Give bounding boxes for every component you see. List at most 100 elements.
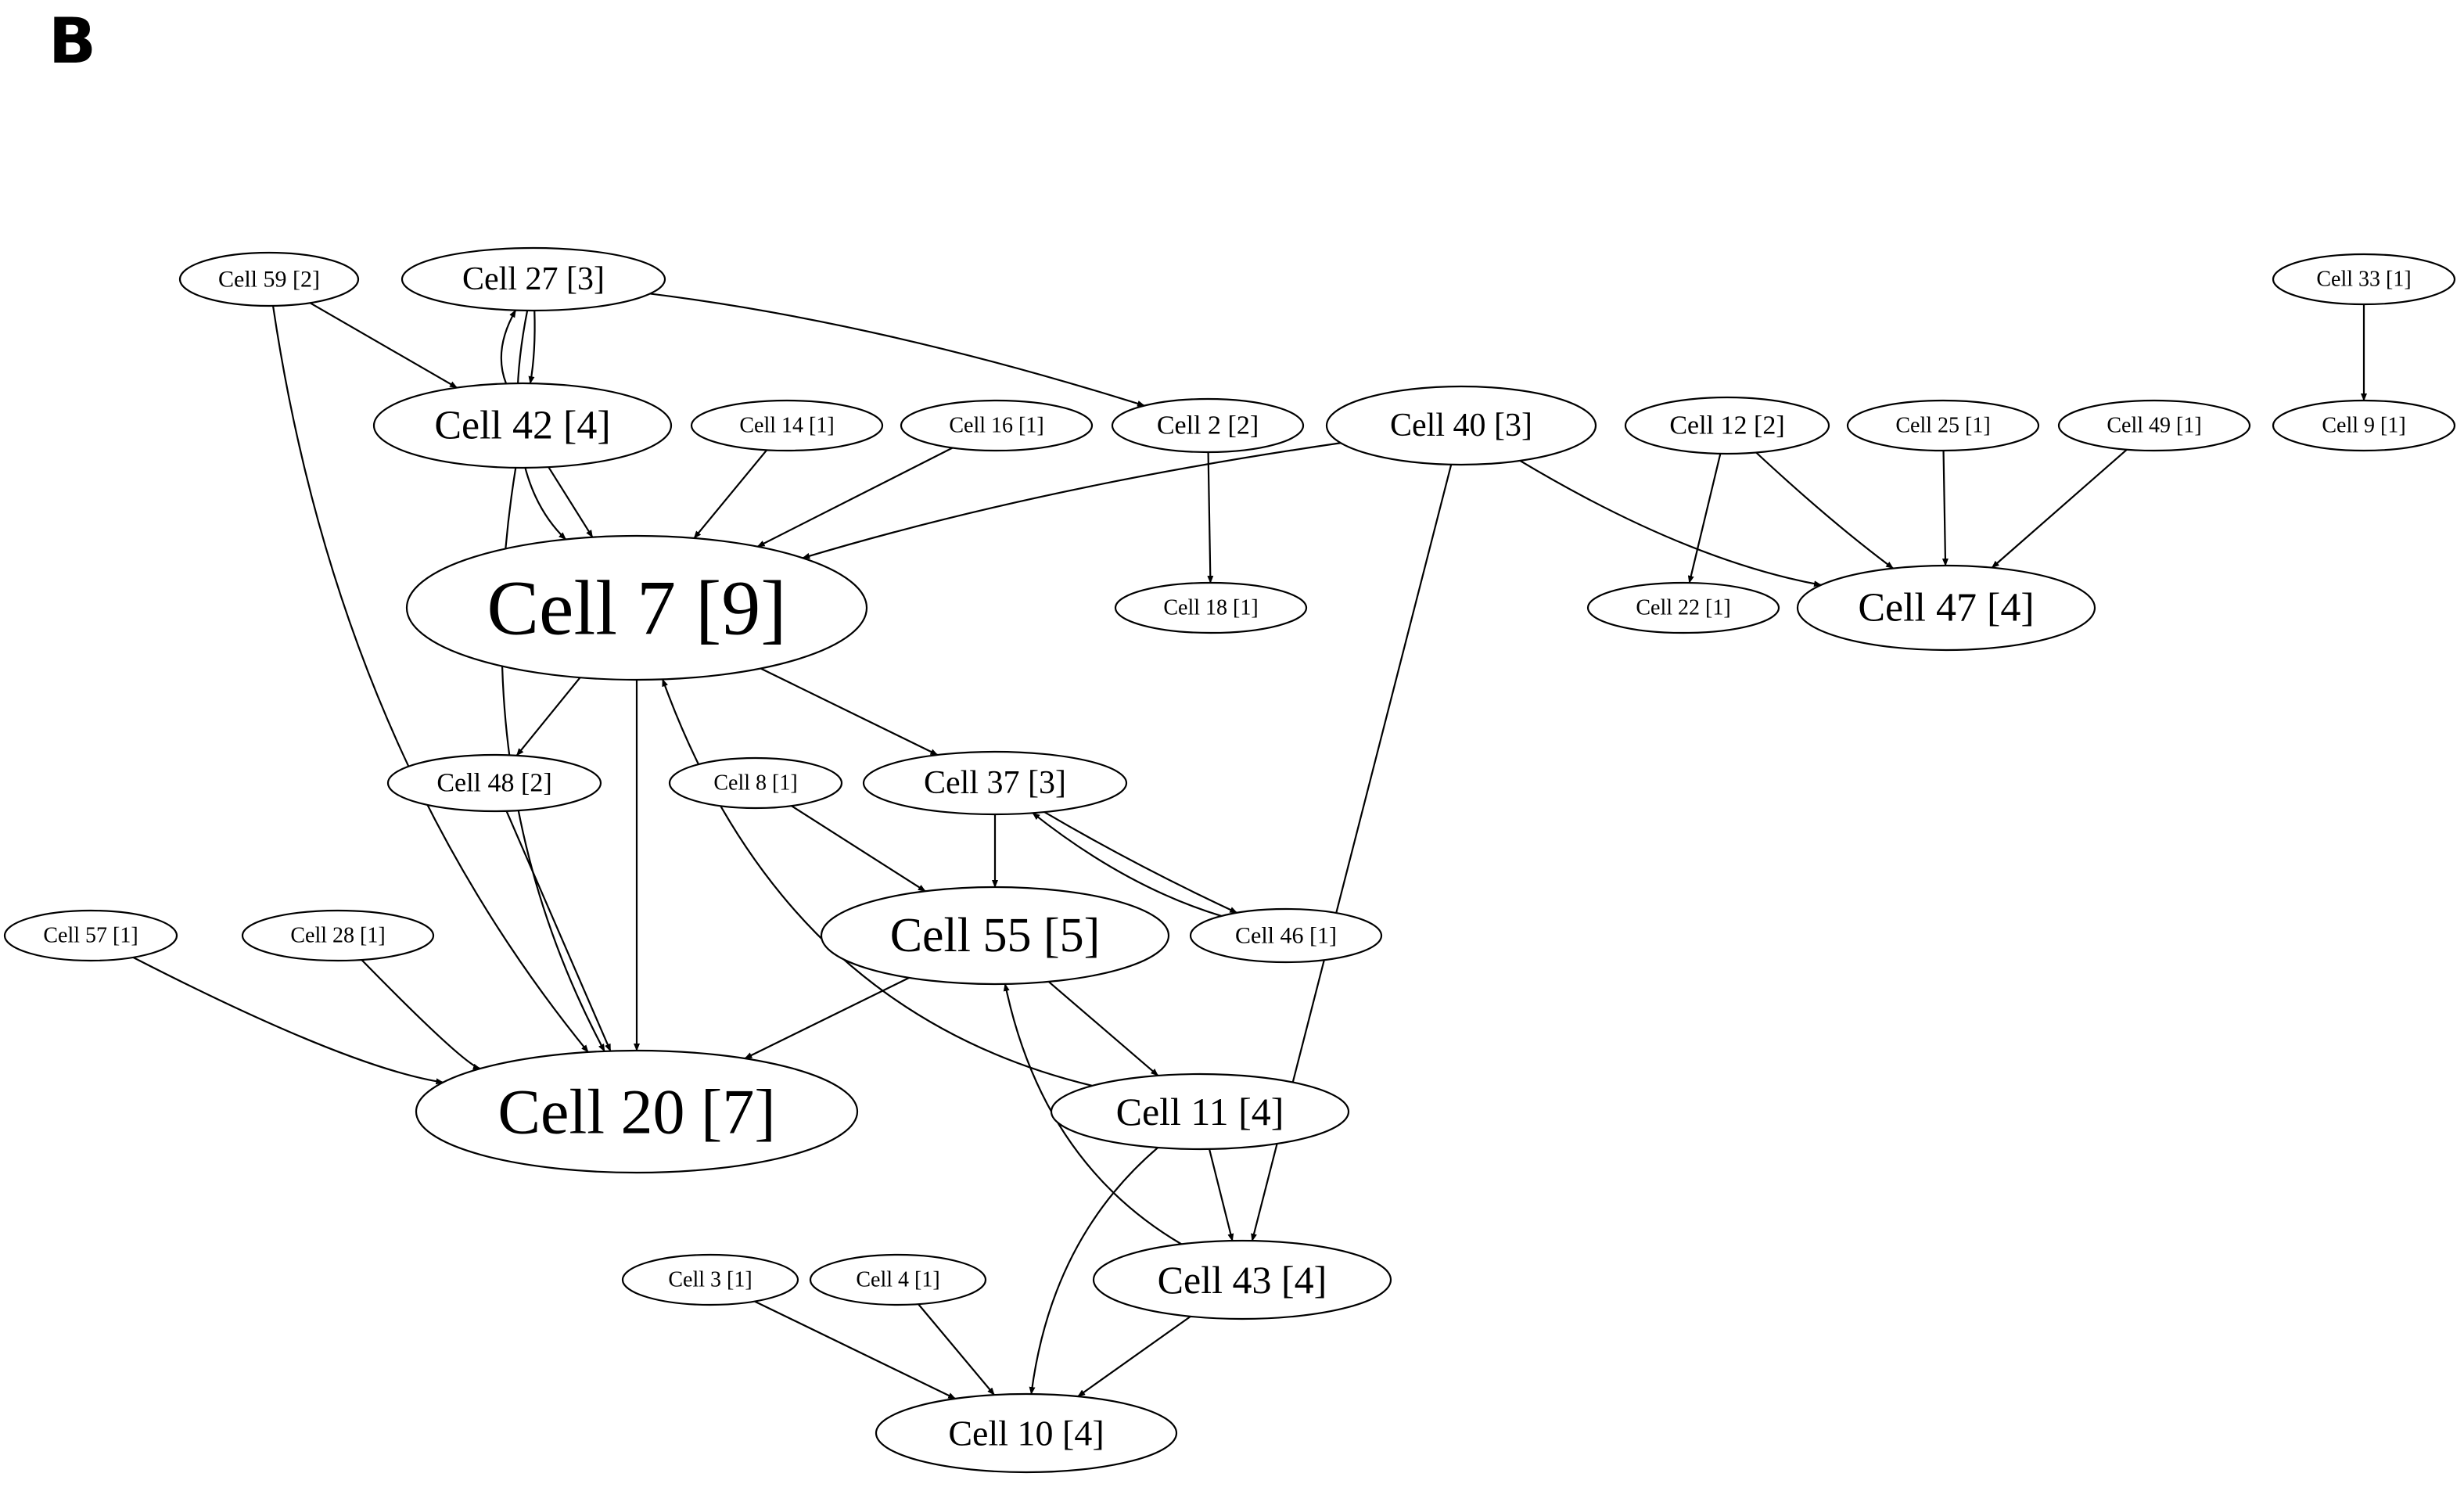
node-c27: Cell 27 [3] [400, 246, 666, 312]
node-ellipse [400, 246, 666, 312]
node-label: Cell 33 [1] [2316, 268, 2411, 292]
node-c7: Cell 7 [9] [405, 534, 868, 681]
node-ellipse [690, 399, 884, 452]
node-label: Cell 57 [1] [43, 924, 138, 948]
edge-c12-to-c22 [1687, 453, 1722, 584]
node-ellipse [1111, 397, 1305, 454]
node-c18: Cell 18 [1] [1114, 581, 1308, 634]
node-c3: Cell 3 [1] [621, 1253, 799, 1306]
node-ellipse [2057, 399, 2251, 452]
edge-c46-to-c37 [1032, 812, 1222, 918]
node-ellipse [405, 534, 868, 681]
node-c2: Cell 2 [2] [1111, 397, 1305, 454]
node-ellipse [178, 251, 360, 307]
edge-c59-to-c42 [309, 302, 458, 389]
node-c11: Cell 11 [4] [1050, 1072, 1350, 1151]
edge-c11-to-c10 [1029, 1147, 1158, 1396]
edge-c11-to-c43 [1208, 1148, 1234, 1242]
node-label: Cell 43 [4] [1158, 1258, 1327, 1302]
node-c28: Cell 28 [1] [241, 909, 435, 962]
node-label: Cell 14 [1] [739, 414, 834, 438]
node-label: Cell 37 [3] [924, 765, 1066, 801]
edges-layer [132, 293, 2367, 1399]
node-c33: Cell 33 [1] [2272, 253, 2456, 306]
node-ellipse [1586, 581, 1780, 634]
node-label: Cell 20 [7] [497, 1076, 775, 1148]
node-c49: Cell 49 [1] [2057, 399, 2251, 452]
edge-c42-to-c7 [548, 466, 594, 538]
node-label: Cell 42 [4] [434, 404, 610, 448]
node-label: Cell 55 [5] [890, 909, 1101, 962]
node-label: Cell 40 [3] [1390, 408, 1532, 444]
edge-c2-to-c18 [1207, 451, 1214, 584]
node-c57: Cell 57 [1] [3, 909, 178, 962]
node-ellipse [415, 1049, 859, 1174]
node-c16: Cell 16 [1] [900, 399, 1094, 452]
node-label: Cell 25 [1] [1895, 414, 1990, 438]
edge-c4-to-c10 [918, 1303, 995, 1396]
node-label: Cell 49 [1] [2107, 414, 2201, 438]
node-label: Cell 16 [1] [949, 414, 1043, 438]
edge-c25-to-c47 [1941, 450, 1949, 567]
node-c14: Cell 14 [1] [690, 399, 884, 452]
node-label: Cell 11 [4] [1116, 1090, 1284, 1134]
node-ellipse [875, 1392, 1178, 1474]
node-label: Cell 3 [1] [668, 1268, 752, 1292]
edge-c11-to-c7 [662, 678, 1093, 1087]
edge-c8-to-c55 [791, 805, 926, 893]
node-c12: Cell 12 [2] [1624, 396, 1830, 455]
node-ellipse [621, 1253, 799, 1306]
node-ellipse [2272, 399, 2456, 452]
node-c55: Cell 55 [5] [820, 886, 1170, 986]
node-label: Cell 48 [2] [436, 769, 551, 798]
node-ellipse [241, 909, 435, 962]
node-c46: Cell 46 [1] [1189, 907, 1383, 964]
node-label: Cell 59 [2] [218, 267, 320, 293]
edge-c40-to-c7 [802, 442, 1342, 559]
node-ellipse [2272, 253, 2456, 306]
edge-c48-to-c20 [505, 810, 612, 1052]
node-c22: Cell 22 [1] [1586, 581, 1780, 634]
node-ellipse [1796, 564, 2096, 652]
node-ellipse [1846, 399, 2040, 452]
node-ellipse [862, 750, 1128, 816]
node-label: Cell 28 [1] [290, 924, 385, 948]
edge-c3-to-c10 [754, 1300, 957, 1399]
node-ellipse [820, 886, 1170, 986]
edge-c59-to-c20 [271, 305, 589, 1053]
panel-label: B [48, 5, 96, 77]
edge-c49-to-c47 [1991, 448, 2128, 569]
edge-c27-to-c42 [528, 310, 536, 385]
node-c42: Cell 42 [4] [372, 382, 673, 469]
node-ellipse [1050, 1072, 1350, 1151]
edge-c40-to-c47 [1519, 460, 1823, 587]
node-c59: Cell 59 [2] [178, 251, 360, 307]
node-ellipse [1325, 385, 1597, 466]
edge-c43-to-c10 [1077, 1315, 1191, 1397]
edge-c57-to-c20 [132, 956, 444, 1085]
node-c9: Cell 9 [1] [2272, 399, 2456, 452]
node-c37: Cell 37 [3] [862, 750, 1128, 816]
node-label: Cell 12 [2] [1669, 411, 1784, 440]
node-label: Cell 18 [1] [1163, 596, 1258, 620]
edge-c7-to-c48 [515, 677, 581, 756]
node-ellipse [3, 909, 178, 962]
node-ellipse [809, 1253, 987, 1306]
node-ellipse [372, 382, 673, 469]
node-ellipse [1092, 1239, 1392, 1320]
node-label: Cell 10 [4] [948, 1414, 1104, 1453]
edge-c37-to-c46 [1043, 811, 1238, 914]
edge-c55-to-c11 [1047, 981, 1159, 1076]
edge-c7-to-c37 [760, 667, 939, 756]
edge-c27-to-c2 [649, 293, 1145, 407]
nodes-layer: Cell 59 [2] Cell 27 [3] Cell 33 [1] Cell 42… [3, 246, 2456, 1474]
node-c47: Cell 47 [4] [1796, 564, 2096, 652]
node-ellipse [900, 399, 1094, 452]
node-c25: Cell 25 [1] [1846, 399, 2040, 452]
node-ellipse [386, 753, 602, 813]
edge-c42-to-c27 [500, 309, 517, 384]
edge-c28-to-c20 [361, 959, 481, 1070]
node-c4: Cell 4 [1] [809, 1253, 987, 1306]
node-label: Cell 8 [1] [713, 771, 797, 796]
